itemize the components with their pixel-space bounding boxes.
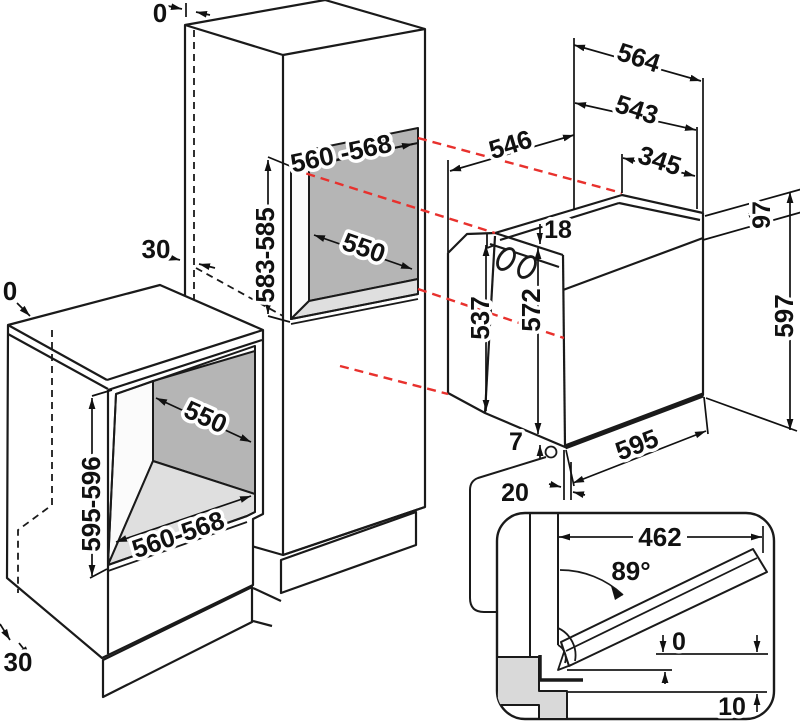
label-door-floor-gap: 10 [718, 693, 746, 721]
label-base-plinth-recess: 30 [4, 647, 33, 677]
label-door-flush-gap: 0 [672, 628, 686, 656]
label-base-left-gap: 0 [3, 276, 17, 306]
open-door-section [557, 548, 768, 671]
callout-origin-circle [544, 445, 558, 459]
label-door-angle: 89° [611, 556, 650, 586]
label-oven-depth: 546 [485, 124, 535, 165]
base-cabinet-plinth [101, 585, 254, 699]
hinge-arc [557, 627, 577, 662]
label-oven-top-inset: 18 [544, 216, 572, 244]
callout-tail [469, 456, 547, 613]
tall-cabinet-plinth [279, 510, 418, 595]
label-oven-panel-height: 97 [748, 201, 776, 229]
oven [446, 193, 705, 450]
angle-arc [559, 569, 624, 596]
label-tall-top-gap: 0 [153, 0, 167, 28]
label-oven-rear-height: 537 [465, 296, 495, 339]
dimension-lines [0, 3, 800, 658]
label-oven-door-gap: 20 [501, 479, 529, 507]
door-detail-callout [469, 445, 776, 721]
label-oven-front-height: 572 [516, 288, 546, 331]
oven-vent-slot [517, 255, 537, 279]
base-niche-opening [107, 345, 256, 566]
label-oven-body-width: 543 [612, 88, 663, 130]
label-tall-side-gap: 30 [142, 234, 171, 264]
label-oven-total-height: 597 [769, 294, 799, 337]
label-base-niche-height: 595-596 [76, 456, 106, 551]
label-oven-bottom-gap: 7 [509, 428, 523, 456]
label-oven-width-top: 564 [614, 36, 665, 78]
worktop-step-edge [538, 655, 583, 682]
label-oven-vent-width: 345 [635, 139, 686, 181]
base-cabinet [5, 283, 282, 699]
label-door-open-depth: 462 [638, 522, 681, 552]
oven-vent-slot [496, 247, 516, 271]
label-tall-niche-height: 583-585 [250, 207, 280, 302]
hinge-arc [557, 644, 567, 664]
